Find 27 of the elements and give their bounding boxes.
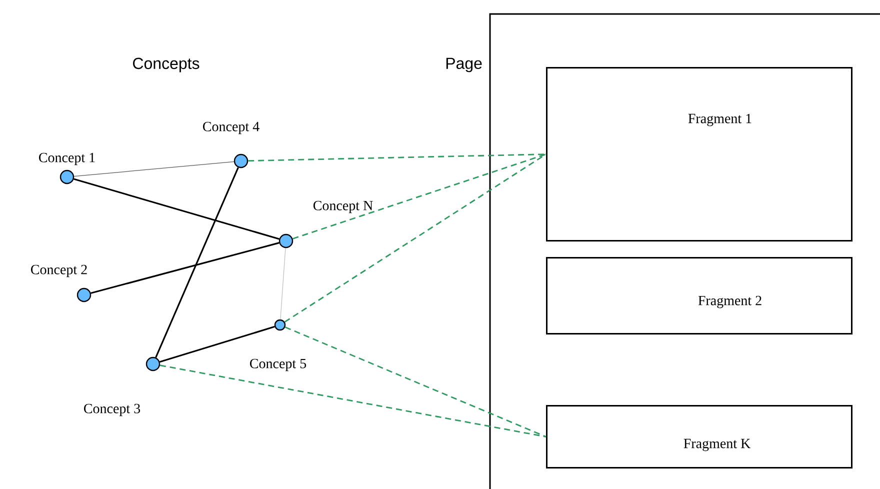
dashed-link xyxy=(284,154,546,323)
fragment-box: Fragment 2 xyxy=(546,257,852,334)
dashed-link xyxy=(284,326,546,438)
concept-label: Concept 2 xyxy=(31,264,87,278)
concept-dot xyxy=(274,319,286,331)
link-line xyxy=(74,161,234,177)
concept-dot xyxy=(146,356,160,372)
dashed-link xyxy=(160,364,546,438)
concept-label: Concept 1 xyxy=(39,152,95,166)
concept-label: Concept 4 xyxy=(203,122,260,134)
column-heading: Concepts xyxy=(133,58,200,72)
concept-dot xyxy=(278,234,294,248)
link-line xyxy=(74,178,280,240)
concept-label: Concept N xyxy=(313,200,373,214)
fragment-box: Fragment K xyxy=(546,405,852,468)
dashed-link xyxy=(292,154,546,240)
concept-label: Concept 3 xyxy=(84,404,140,416)
dashed-link xyxy=(248,154,546,162)
link-line xyxy=(160,326,275,363)
concept-dot xyxy=(60,170,74,184)
concept-label: Concept 5 xyxy=(250,358,306,372)
link-line xyxy=(280,248,286,320)
link-line xyxy=(155,167,239,358)
link-line xyxy=(90,242,280,294)
fragment-box: Fragment 1 xyxy=(546,67,852,242)
concept-dot xyxy=(234,154,248,168)
concept-dot xyxy=(76,288,92,302)
